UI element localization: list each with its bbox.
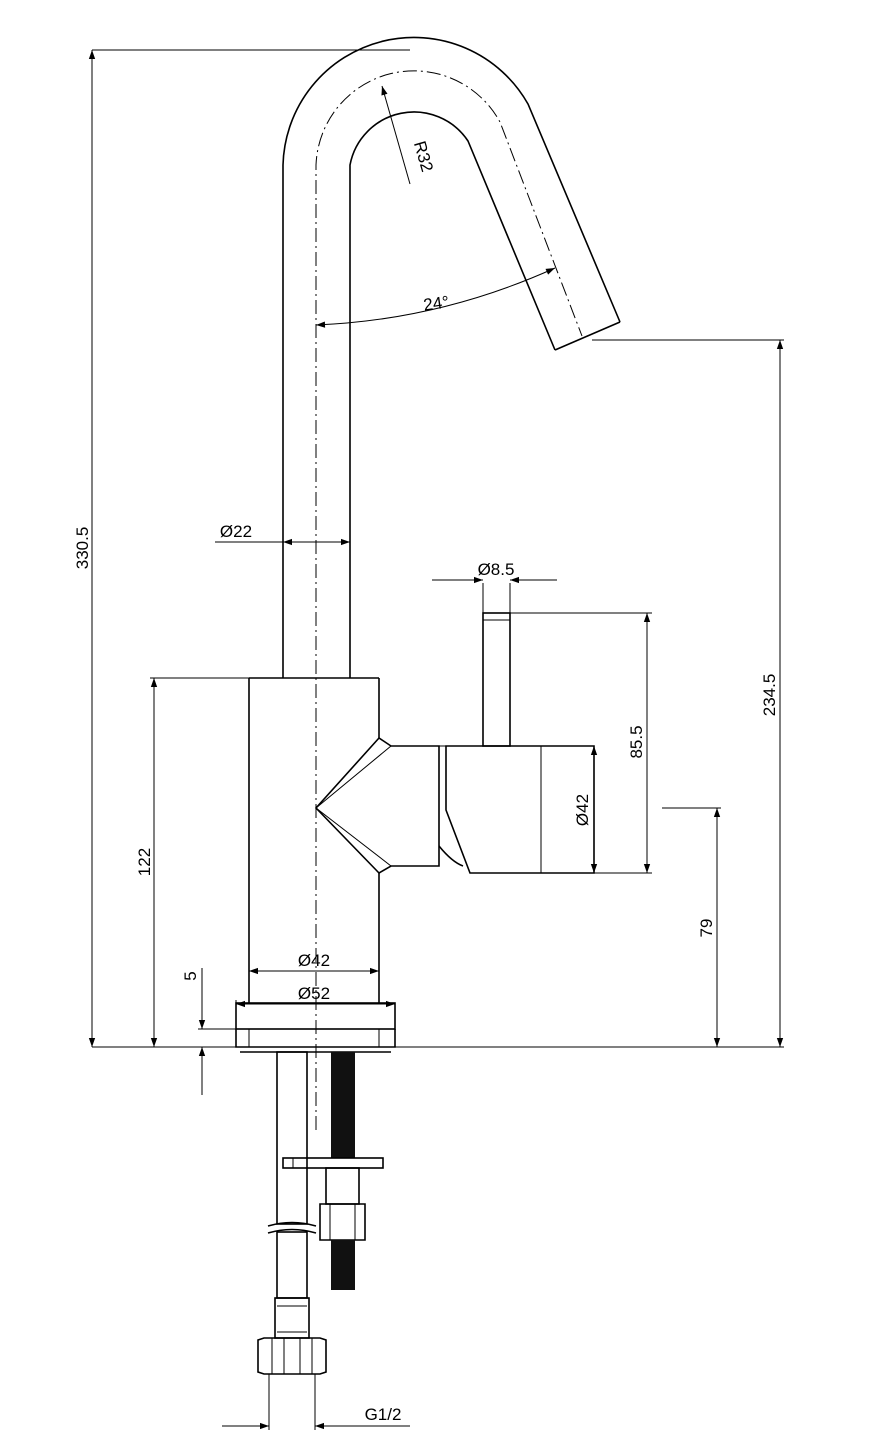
dim-handle-diameter: Ø42 bbox=[573, 746, 598, 873]
flexible-hose bbox=[257, 1051, 327, 1375]
dim-connection-thread: G1/2 bbox=[222, 1374, 410, 1430]
dim-base-thickness: 5 bbox=[181, 968, 236, 1095]
dim-connection-thread-label: G1/2 bbox=[365, 1405, 402, 1424]
dim-outlet-height: 234.5 bbox=[592, 339, 784, 1047]
dim-outlet-height-label: 234.5 bbox=[760, 674, 779, 717]
dim-lever-diameter-label: Ø8.5 bbox=[478, 560, 515, 579]
dim-body-height: 122 bbox=[135, 677, 249, 1047]
dim-handle-diameter-label: Ø42 bbox=[573, 794, 592, 826]
faucet-body bbox=[248, 677, 380, 1003]
dim-spout-diameter: Ø22 bbox=[215, 522, 350, 546]
spout-tube bbox=[282, 36, 621, 1130]
dim-bend-radius: R32 bbox=[381, 85, 437, 185]
dim-spout-angle: 24° bbox=[315, 267, 556, 328]
dim-base-thickness-label: 5 bbox=[181, 971, 200, 980]
dim-handle-axis-height-label: 79 bbox=[697, 919, 716, 938]
dim-spout-diameter-label: Ø22 bbox=[220, 522, 252, 541]
dim-lever-diameter: Ø8.5 bbox=[432, 560, 557, 613]
dim-lever-height: 85.5 bbox=[510, 612, 652, 874]
lever bbox=[482, 612, 511, 747]
dim-bend-radius-label: R32 bbox=[410, 139, 437, 174]
cartridge-cone bbox=[314, 737, 464, 874]
handle bbox=[445, 745, 595, 874]
threaded-rod bbox=[282, 1052, 384, 1290]
dim-handle-axis-height: 79 bbox=[662, 807, 721, 1047]
dim-overall-height-label: 330.5 bbox=[73, 527, 92, 570]
dim-body-height-label: 122 bbox=[135, 848, 154, 876]
dim-base-diameter-label: Ø52 bbox=[298, 984, 330, 1003]
dim-lever-height-label: 85.5 bbox=[627, 725, 646, 758]
dim-overall-height: 330.5 bbox=[73, 49, 410, 1047]
dim-spout-angle-label: 24° bbox=[422, 292, 450, 314]
dim-body-diameter-label: Ø42 bbox=[298, 951, 330, 970]
dim-base-diameter: Ø52 bbox=[235, 984, 395, 1008]
dim-body-diameter: Ø42 bbox=[249, 951, 379, 975]
